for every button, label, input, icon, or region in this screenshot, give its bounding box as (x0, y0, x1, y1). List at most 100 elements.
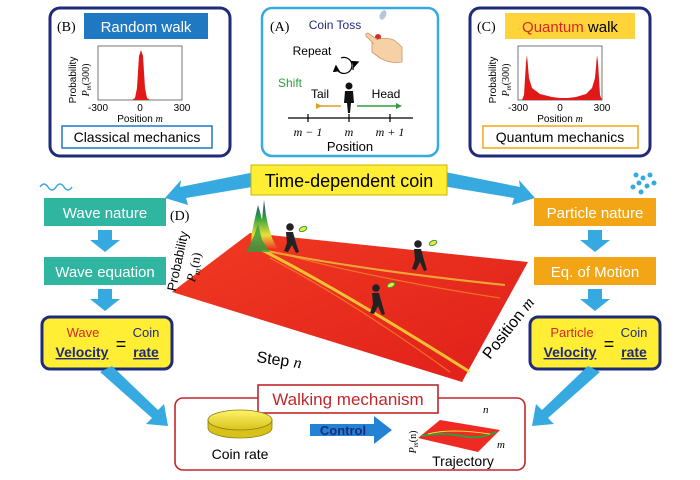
wave-equals-sign: = (116, 334, 127, 354)
panel-c-ylabel-top: Probability (488, 57, 499, 104)
quantum-mechanics-label: Quantum mechanics (496, 129, 624, 145)
particle-velocity-word: Particle (550, 325, 593, 340)
control-arrow (310, 416, 392, 444)
time-dependent-coin-label: Time-dependent coin (265, 171, 433, 191)
panel-c-tick-left: -300 (508, 103, 528, 114)
tick-m: m (345, 125, 354, 139)
repeat-label: Repeat (293, 44, 332, 58)
control-label: Control (320, 423, 366, 438)
panel-coin-toss: (A) Coin Toss Repeat Shift Tail Head (260, 6, 440, 158)
panel-b-xlabel: Position m (117, 114, 163, 125)
coin-rate-label: Coin rate (212, 446, 269, 462)
eq-of-motion-box (534, 257, 656, 285)
panel-d-ylabel-bottom: Pm(n) (183, 251, 206, 284)
panel-b-tick-mid: 0 (137, 103, 143, 114)
arrow-to-wave-nature (165, 172, 258, 205)
arrow-to-particle-nature (442, 172, 535, 205)
wave-coin-term: Coin (133, 325, 160, 340)
trajectory-m-label: m (497, 439, 505, 451)
particle-rate-term: rate (621, 344, 647, 360)
quantum-walk-title-box (505, 13, 635, 39)
quantum-distribution-peaks (518, 55, 602, 100)
panel-b-letter: (B) (57, 20, 76, 35)
classical-mechanics-label: Classical mechanics (74, 129, 201, 145)
tail-label: Tail (311, 87, 329, 101)
panel-d-letter: (D) (170, 209, 190, 224)
wave-nature-box (44, 198, 166, 226)
trajectory-label: Trajectory (432, 453, 494, 469)
hand-tossing-coin-icon (365, 10, 403, 63)
coin-toss-title: Coin Toss (309, 18, 361, 32)
panel-b-ylabel-top: Probability (68, 57, 79, 104)
classical-mechanics-box (61, 125, 213, 149)
particle-velocity-box (528, 315, 662, 371)
tick-m-plus-1: m + 1 (376, 125, 405, 139)
ridge-wave (261, 248, 471, 374)
panel-random-walk: (B) Random walk Probability Pm(300) -300… (48, 6, 232, 158)
shift-label: Shift (278, 76, 303, 90)
particle-coin-term: Coin (621, 325, 648, 340)
surface-walker-2-icon (412, 239, 438, 271)
panel-c-ylabel-bottom: Pm(300) (501, 64, 513, 98)
random-walk-title: Random walk (101, 19, 192, 36)
arrow-eq-of-motion-down (580, 289, 610, 311)
trajectory-mini-surface-icon (418, 420, 500, 452)
panel-b-ylabel-bottom: Pm(300) (81, 64, 93, 98)
panel-c-tick-right: 300 (594, 103, 611, 114)
trajectory-p-label: Pm(n) (408, 431, 420, 455)
walker-person-icon (344, 82, 354, 113)
quantum-walk-title: Quantum walk (522, 19, 618, 36)
repeat-cycle-icon (332, 56, 360, 74)
wave-icon (39, 183, 73, 191)
walking-mechanism-panel: Walking mechanism Coin rate Control n m … (174, 384, 526, 471)
arrow-particle-nature-down (580, 230, 610, 252)
time-dependent-coin-section: Time-dependent coin (165, 164, 535, 205)
particle-equals-sign: = (604, 334, 615, 354)
classical-distribution-peak (98, 50, 182, 100)
arrow-wave-nature-down (90, 230, 120, 252)
quantum-mechanics-box (482, 125, 639, 149)
particle-flow: Particle nature Eq. of Motion Particle V… (528, 172, 662, 426)
particle-velocity-term: Velocity (544, 344, 597, 360)
tick-m-minus-1: m − 1 (294, 125, 323, 139)
wave-velocity-term: Velocity (56, 344, 109, 360)
arrow-wave-equation-down (90, 289, 120, 311)
surface-walker-1-icon (284, 223, 308, 253)
coin-icon (207, 409, 273, 439)
tail-arrow-head (316, 103, 322, 109)
panel-c-letter: (C) (477, 20, 496, 35)
panel-probability-surface: (D) Probability Pm(n) Step n (164, 200, 538, 382)
random-walk-title-box (84, 13, 208, 39)
step-axis-label: Step n (255, 349, 302, 372)
panel-c-xlabel: Position m (537, 114, 583, 125)
particles-icon (630, 172, 657, 195)
walking-mechanism-title: Walking mechanism (272, 390, 423, 409)
wave-equation-box (44, 257, 166, 285)
panel-a-xlabel: Position (327, 139, 373, 154)
particle-nature-label: Particle nature (547, 205, 644, 222)
arrow-to-walking-left (100, 366, 168, 426)
wave-rate-term: rate (133, 344, 159, 360)
wave-flow: Wave nature Wave equation Wave Velocity … (39, 183, 174, 426)
wave-velocity-word: Wave (67, 325, 100, 340)
panel-c-frame (468, 6, 652, 158)
panel-quantum-walk: (C) Quantum walk Probability Pm(300) -30… (468, 6, 652, 158)
wave-equation-label: Wave equation (55, 264, 155, 281)
panel-b-tick-right: 300 (174, 103, 191, 114)
trajectory-n-label: n (483, 404, 489, 416)
walking-mechanism-title-box (257, 384, 439, 414)
arrow-to-walking-right (532, 366, 600, 426)
probability-surface-plane (172, 233, 528, 382)
particle-nature-box (534, 198, 656, 226)
time-dependent-coin-box (250, 164, 448, 196)
surface-walker-3-icon (370, 281, 396, 315)
head-arrow-head (396, 103, 402, 109)
eq-of-motion-label: Eq. of Motion (551, 264, 639, 281)
wave-nature-label: Wave nature (63, 205, 148, 222)
panel-c-tick-mid: 0 (557, 103, 563, 114)
panel-b-tick-left: -300 (88, 103, 108, 114)
panel-a-letter: (A) (270, 20, 290, 35)
head-label: Head (372, 87, 401, 101)
